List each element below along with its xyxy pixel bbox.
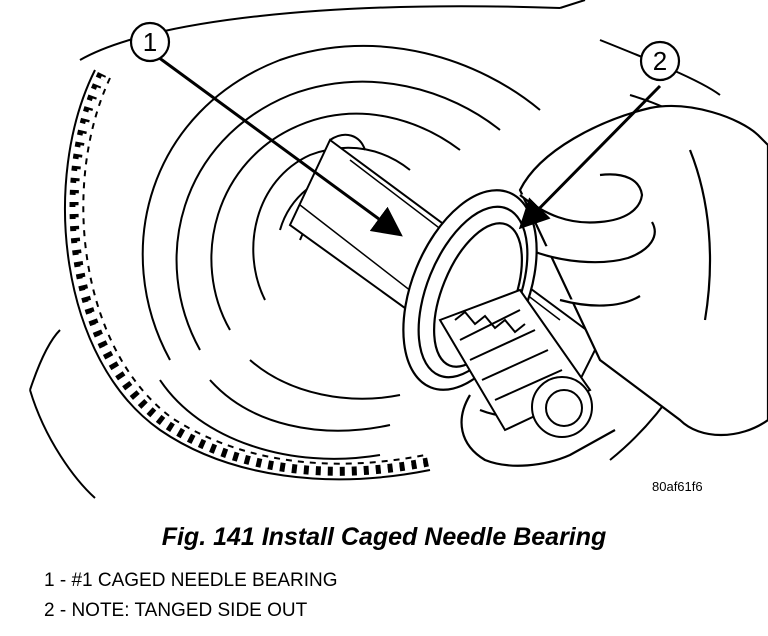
legend-item: 2 - NOTE: TANGED SIDE OUT xyxy=(44,600,308,621)
toothed-ring xyxy=(64,69,431,481)
splined-shaft-end xyxy=(438,288,593,438)
figure-caption: Fig. 141 Install Caged Needle Bearing xyxy=(161,523,607,551)
callout-2-number: 2 xyxy=(653,46,667,76)
callout-2: 2 xyxy=(639,40,681,82)
callout-1-number: 1 xyxy=(143,27,157,57)
callout-2-arrow xyxy=(518,84,662,230)
legend-item: 1 - #1 CAGED NEEDLE BEARING xyxy=(44,570,338,591)
callout-arrows xyxy=(157,55,662,237)
image-code: 80af61f6 xyxy=(652,479,703,494)
legend-list: 1 - #1 CAGED NEEDLE BEARING 2 - NOTE: TA… xyxy=(44,566,338,626)
bearing-installation-illustration: 1 2 xyxy=(29,0,768,499)
callout-1: 1 xyxy=(129,21,171,63)
callout-1-arrow xyxy=(157,55,403,237)
